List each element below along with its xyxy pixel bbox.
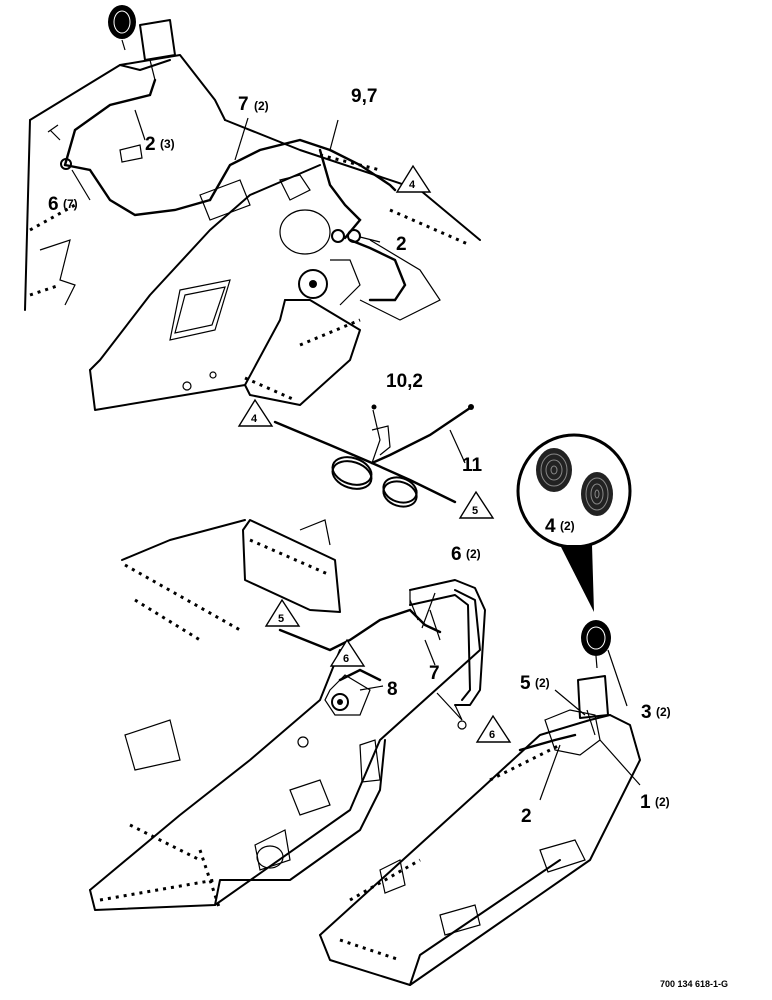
triangle-4-top-label: 4 [409,179,416,191]
callout-c7: 11 [462,455,483,476]
middle-wire-harness [273,404,474,508]
callout-c10: 7 [429,663,440,684]
callout-c8-main: 4 [545,516,556,537]
callout-c14-qty: (2) [655,795,670,809]
triangle-4-mid-label: 4 [251,413,258,425]
callout-c12-qty: (2) [535,676,550,690]
upper-light-assembly [108,5,176,81]
callout-c2: 7 (2) [238,94,269,115]
callout-c15-main: 2 [521,806,532,827]
triangle-5-lower-label: 5 [278,613,284,625]
lower-wire-harness [278,599,442,716]
callout-c13: 3 (2) [641,702,671,723]
callout-c14-main: 1 [640,792,651,813]
triangle-marker-4-top: 4 [395,164,432,193]
triangle-marker-6-lower: 6 [329,638,366,667]
callout-c11: 8 [387,679,398,700]
triangle-marker-6-right: 6 [475,714,512,743]
right-light-assembly [518,620,611,756]
callout-c10-main: 7 [429,663,440,684]
callout-c4: 6 (7) [48,194,78,215]
callout-c14: 1 (2) [640,792,670,813]
callout-c12-main: 5 [520,673,531,694]
callout-c6-main: 10,2 [386,371,423,392]
callout-c8-qty: (2) [560,519,575,533]
lens-right-icon [581,472,613,516]
upper-header-frame [24,54,481,411]
callout-c2-main: 7 [238,94,249,115]
right-shield [319,714,641,986]
triangle-6-right-label: 6 [489,729,495,741]
callout-c12: 5 (2) [520,673,550,694]
callout-c5-main: 2 [396,234,407,255]
callout-c3-qty: (3) [160,137,175,151]
middle-leaders [449,429,466,464]
callout-c7-main: 11 [462,455,483,476]
callout-c4-main: 6 [48,194,59,215]
callout-c6: 10,2 [386,371,423,392]
callout-c2-qty: (2) [254,99,269,113]
lower-frame [89,519,486,911]
triangle-5-mid-label: 5 [472,505,478,517]
callout-c9: 6 (2) [451,544,481,565]
callout-c9-main: 6 [451,544,462,565]
lens-left-icon [536,448,572,492]
callout-c11-main: 8 [387,679,398,700]
callout-c1-main: 9,7 [351,86,377,107]
drawing-reference-number: 700 134 618-1-G [660,979,728,989]
callout-c15: 2 [521,806,532,827]
callout-c5: 2 [396,234,407,255]
callout-c3-main: 2 [145,134,156,155]
callout-c9-qty: (2) [466,547,481,561]
upper-wire-harness [47,78,407,302]
triangle-marker-5-lower: 5 [264,598,301,627]
lower-leaders [359,592,463,721]
triangle-6-lower-label: 6 [343,653,349,665]
callout-c4-qty: (7) [63,197,78,211]
right-leaders [539,649,641,801]
callout-c3: 2 (3) [145,134,175,155]
triangle-marker-4-mid: 4 [237,398,274,427]
callout-c1: 9,7 [351,86,377,107]
upper-leaders [71,109,381,243]
callout-c13-qty: (2) [656,705,671,719]
callout-c13-main: 3 [641,702,652,723]
lens-detail: 4 (2) [516,433,632,612]
triangle-marker-5-mid: 5 [458,490,495,519]
